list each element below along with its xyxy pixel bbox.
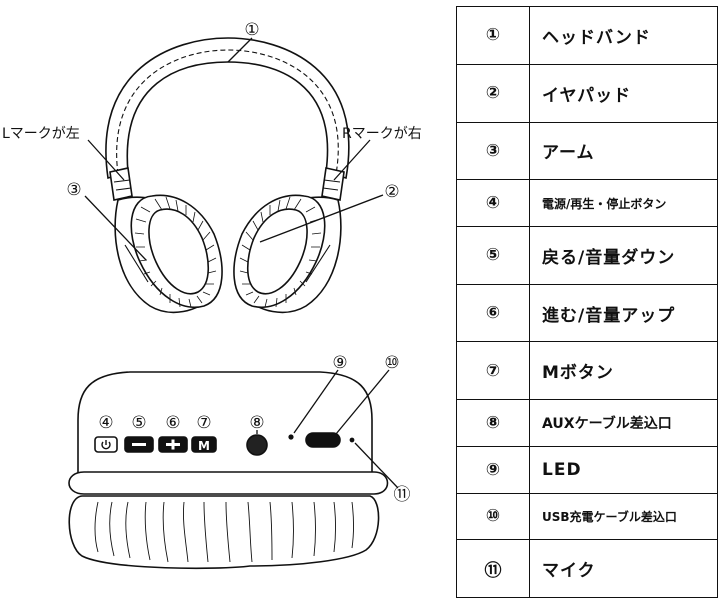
ear-cup-shell (77, 371, 373, 477)
microphone-hole (349, 437, 355, 443)
legend-label: 電源/再生・停止ボタン (529, 179, 718, 227)
legend-label: イヤパッド (529, 63, 718, 123)
legend-number: ⑥ (456, 283, 530, 343)
callout-6-bottom: ⑥ (165, 413, 180, 433)
legend-label: Mボタン (529, 341, 718, 401)
legend-number: ⑧ (456, 399, 530, 447)
aux-jack[interactable] (246, 434, 268, 456)
legend-number: ① (456, 6, 530, 65)
callout-1-top: ① (244, 20, 259, 40)
legend-label: 進む/音量アップ (529, 283, 718, 343)
control-buttons: M (94, 432, 355, 456)
headphone-diagram: ① ② ③ Lマークが左 Rマークが右 M ④ ⑤ ⑥ ⑦ ⑧ ⑨ ⑩ (2, 20, 422, 570)
legend-label: ヘッドバンド (529, 6, 718, 65)
leader-lines-top (84, 37, 384, 261)
led (288, 434, 294, 440)
m-button[interactable] (191, 436, 217, 453)
plus-icon (166, 439, 180, 450)
ear-cushion (68, 495, 380, 570)
right-mark-note: Rマークが右 (342, 126, 422, 142)
power-icon (101, 440, 111, 450)
legend-number: ② (456, 63, 530, 123)
right-arm (321, 167, 345, 201)
callout-4-bottom: ④ (98, 413, 113, 433)
minus-icon (132, 443, 146, 446)
callout-7-bottom: ⑦ (196, 413, 211, 433)
leader-lines-bottom (256, 369, 399, 489)
callout-10-bottom: ⑩ (384, 353, 399, 373)
headphones-front-view (105, 37, 350, 314)
callout-8-bottom: ⑧ (249, 413, 264, 433)
legend-label: マイク (529, 539, 718, 598)
legend-label: AUXケーブル差込口 (529, 399, 718, 447)
legend-number: ⑩ (456, 492, 530, 541)
left-mark-note: Lマークが左 (2, 126, 80, 142)
legend-number: ⑪ (456, 539, 530, 598)
callout-3-top: ③ (66, 180, 81, 200)
headband-stitch (116, 49, 339, 175)
legend-label: LED (529, 445, 718, 494)
right-ear-pad (233, 194, 326, 308)
callout-5-bottom: ⑤ (131, 413, 146, 433)
left-ear-pad (130, 194, 223, 308)
headband (105, 37, 350, 180)
usb-port[interactable] (305, 432, 341, 448)
ear-cup-side-view (68, 371, 389, 570)
legend-number: ④ (456, 179, 530, 227)
legend-label: 戻る/音量ダウン (529, 225, 718, 285)
legend-number: ⑤ (456, 225, 530, 285)
legend-label: アーム (529, 121, 718, 181)
m-icon: M (198, 439, 210, 453)
legend-number: ③ (456, 121, 530, 181)
callout-11-bottom: ⑪ (394, 485, 411, 505)
callout-9-bottom: ⑨ (332, 353, 347, 373)
ear-cushion-band (68, 471, 389, 495)
callout-2-top: ② (384, 182, 399, 202)
left-arm (109, 167, 133, 201)
legend-number: ⑨ (456, 445, 530, 494)
legend-number: ⑦ (456, 341, 530, 401)
legend-label: USB充電ケーブル差込口 (529, 492, 718, 541)
